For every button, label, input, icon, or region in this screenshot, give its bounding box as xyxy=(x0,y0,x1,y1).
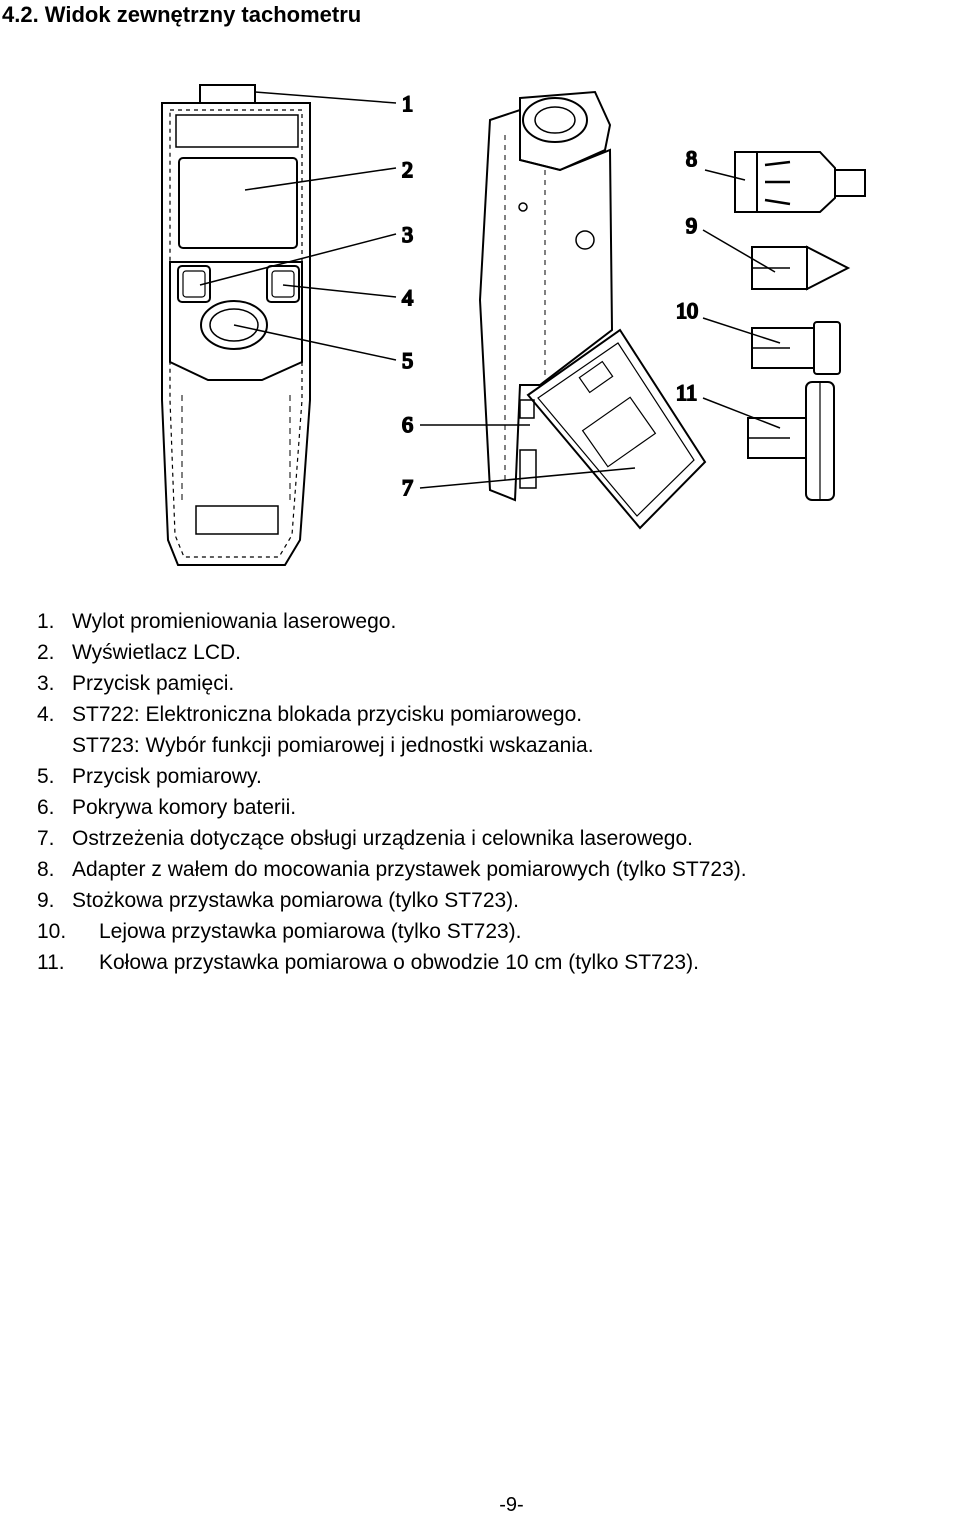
legend-item: ST723: Wybór funkcji pomiarowej i jednos… xyxy=(37,730,952,761)
tachometer-side-view xyxy=(478,90,707,530)
legend-text: Pokrywa komory baterii. xyxy=(72,796,297,819)
callout-2: 2 xyxy=(402,157,413,182)
lcd-display xyxy=(178,157,298,249)
measure-button xyxy=(200,300,268,350)
callout-5: 5 xyxy=(402,348,413,373)
funnel-tip xyxy=(751,321,841,375)
legend-number: 1. xyxy=(37,610,55,633)
legend-text: ST722: Elektroniczna blokada przycisku p… xyxy=(72,703,583,726)
legend-number: 2. xyxy=(37,641,55,664)
leader-lines xyxy=(199,91,781,489)
tachometer-front-view xyxy=(161,84,311,566)
lock-function-button xyxy=(266,265,300,303)
legend-text: Ostrzeżenia dotyczące obsługi urządzenia… xyxy=(72,827,693,850)
tachometer-diagram: 1 2 3 4 5 6 7 8 9 10 11 xyxy=(130,55,890,585)
legend-item: 1. Wylot promieniowania laserowego. xyxy=(37,606,952,637)
callout-9: 9 xyxy=(686,213,697,238)
callout-4: 4 xyxy=(402,285,413,310)
callout-1: 1 xyxy=(402,91,413,116)
legend-item: 11. Kołowa przystawka pomiarowa o obwodz… xyxy=(37,947,952,978)
callout-10: 10 xyxy=(676,298,698,323)
legend-text: Kołowa przystawka pomiarowa o obwodzie 1… xyxy=(99,951,699,974)
legend-text: Wyświetlacz LCD. xyxy=(72,641,242,664)
legend-item: 8. Adapter z wałem do mocowania przystaw… xyxy=(37,854,952,885)
legend-item: 6. Pokrywa komory baterii. xyxy=(37,792,952,823)
callout-11: 11 xyxy=(676,380,697,405)
parts-legend: 1. Wylot promieniowania laserowego. 2. W… xyxy=(37,606,952,978)
legend-text: ST723: Wybór funkcji pomiarowej i jednos… xyxy=(72,734,594,757)
legend-item: 9. Stożkowa przystawka pomiarowa (tylko … xyxy=(37,885,952,916)
legend-text: Stożkowa przystawka pomiarowa (tylko ST7… xyxy=(72,889,519,912)
legend-item: 2. Wyświetlacz LCD. xyxy=(37,637,952,668)
legend-number: 3. xyxy=(37,672,55,695)
legend-text: Przycisk pomiarowy. xyxy=(72,765,262,788)
legend-number: 8. xyxy=(37,858,55,881)
legend-number: 10. xyxy=(37,920,67,943)
legend-item: 7. Ostrzeżenia dotyczące obsługi urządze… xyxy=(37,823,952,854)
callout-6: 6 xyxy=(402,412,413,437)
callout-7: 7 xyxy=(402,475,413,500)
battery-cover xyxy=(526,328,707,530)
legend-number: 5. xyxy=(37,765,55,788)
wheel-tip xyxy=(747,381,835,501)
adapter-shaft xyxy=(734,151,866,213)
legend-number: 7. xyxy=(37,827,55,850)
cone-tip xyxy=(751,245,851,291)
legend-text: Adapter z wałem do mocowania przystawek … xyxy=(72,858,747,881)
laser-outlet xyxy=(199,84,256,104)
legend-item: 5. Przycisk pomiarowy. xyxy=(37,761,952,792)
legend-text: Wylot promieniowania laserowego. xyxy=(72,610,397,633)
legend-number: 4. xyxy=(37,703,55,726)
memory-button xyxy=(177,265,211,303)
legend-number: 9. xyxy=(37,889,55,912)
legend-number: 6. xyxy=(37,796,55,819)
legend-text: Lejowa przystawka pomiarowa (tylko ST723… xyxy=(99,920,522,943)
legend-number: 11. xyxy=(37,951,65,974)
legend-item: 10. Lejowa przystawka pomiarowa (tylko S… xyxy=(37,916,952,947)
callout-3: 3 xyxy=(402,222,413,247)
legend-item: 4. ST722: Elektroniczna blokada przycisk… xyxy=(37,699,952,730)
legend-text: Przycisk pamięci. xyxy=(72,672,235,695)
section-heading: 4.2. Widok zewnętrzny tachometru xyxy=(2,2,362,27)
callout-8: 8 xyxy=(686,146,697,171)
page-number: -9- xyxy=(499,1494,524,1516)
legend-item: 3. Przycisk pamięci. xyxy=(37,668,952,699)
